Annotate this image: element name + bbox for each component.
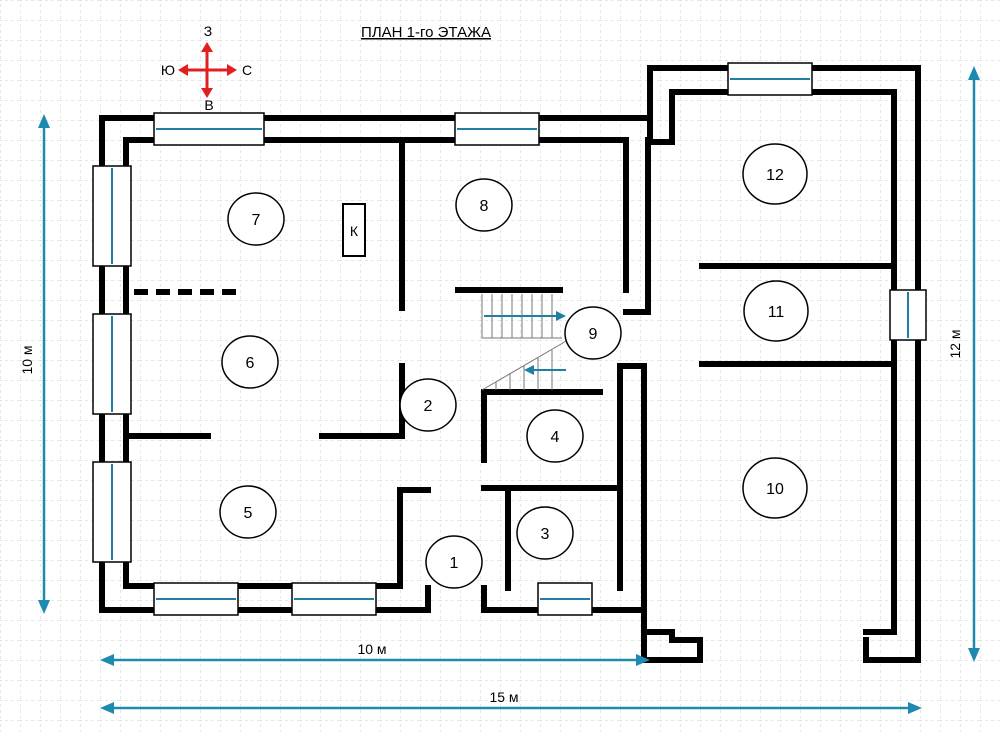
window-bottom-3 (537, 582, 593, 616)
dim-arrow-icon (636, 654, 650, 666)
dim-arrow-icon (968, 66, 980, 80)
svg-text:10: 10 (766, 481, 784, 498)
dim-arrow-icon (38, 600, 50, 614)
room-10: 10 (742, 457, 808, 519)
walls (99, 65, 921, 663)
svg-text:7: 7 (252, 212, 261, 229)
arrow-east-icon (227, 64, 237, 76)
dim-bottom-outer-label: 15 м (489, 689, 518, 705)
dimension-lines: 10 м 12 м 10 м 15 м (19, 66, 980, 714)
window-left-2 (92, 313, 132, 415)
svg-text:5: 5 (244, 505, 253, 522)
room-1: 1 (425, 535, 483, 589)
stove-label: К (350, 223, 359, 239)
dim-arrow-icon (908, 702, 922, 714)
room-markers: 1 2 3 4 5 6 7 8 9 10 11 12 (219, 143, 809, 589)
svg-text:1: 1 (450, 555, 459, 572)
room-7: 7 (227, 192, 285, 246)
window-top-2 (454, 112, 540, 146)
window-left-3 (92, 461, 132, 563)
dim-right-label: 12 м (947, 329, 963, 358)
window-top-1 (153, 112, 265, 146)
svg-text:11: 11 (768, 304, 785, 321)
stair-down-arrow-icon (524, 365, 534, 375)
window-bottom-2 (291, 582, 377, 616)
svg-text:2: 2 (424, 398, 433, 415)
svg-text:12: 12 (766, 167, 784, 184)
windows (92, 62, 927, 616)
room-2: 2 (399, 378, 457, 432)
room-11: 11 (743, 280, 809, 342)
dim-arrow-icon (100, 654, 114, 666)
window-left-1 (92, 165, 132, 267)
svg-text:6: 6 (246, 355, 255, 372)
room-12: 12 (742, 143, 808, 205)
room-9: 9 (564, 306, 622, 360)
room-4: 4 (526, 409, 584, 463)
dim-arrow-icon (38, 114, 50, 128)
arrow-west-icon (178, 64, 188, 76)
svg-text:3: 3 (541, 526, 550, 543)
arrow-north-icon (201, 42, 213, 52)
window-top-3 (727, 62, 813, 96)
compass-right: С (242, 62, 252, 78)
compass: З Ю С В (161, 23, 252, 113)
svg-text:8: 8 (480, 198, 489, 215)
dim-left-label: 10 м (19, 345, 35, 374)
window-right-1 (889, 289, 927, 341)
window-bottom-1 (153, 582, 239, 616)
dim-arrow-icon (100, 702, 114, 714)
room-6: 6 (221, 335, 279, 389)
kitchen-stove: К (342, 203, 366, 257)
stair-up-arrow-icon (556, 311, 566, 321)
compass-bottom: В (204, 97, 213, 113)
arrow-south-icon (201, 88, 213, 98)
svg-text:4: 4 (551, 429, 560, 446)
dim-arrow-icon (968, 648, 980, 662)
compass-top: З (204, 23, 212, 39)
svg-text:9: 9 (589, 326, 598, 343)
dim-bottom-inner-label: 10 м (357, 641, 386, 657)
stairs (481, 294, 569, 391)
room-3: 3 (516, 506, 574, 560)
room-8: 8 (455, 178, 513, 232)
room-5: 5 (219, 485, 277, 539)
compass-left: Ю (161, 62, 175, 78)
plan-title: ПЛАН 1-го ЭТАЖА (361, 24, 491, 41)
